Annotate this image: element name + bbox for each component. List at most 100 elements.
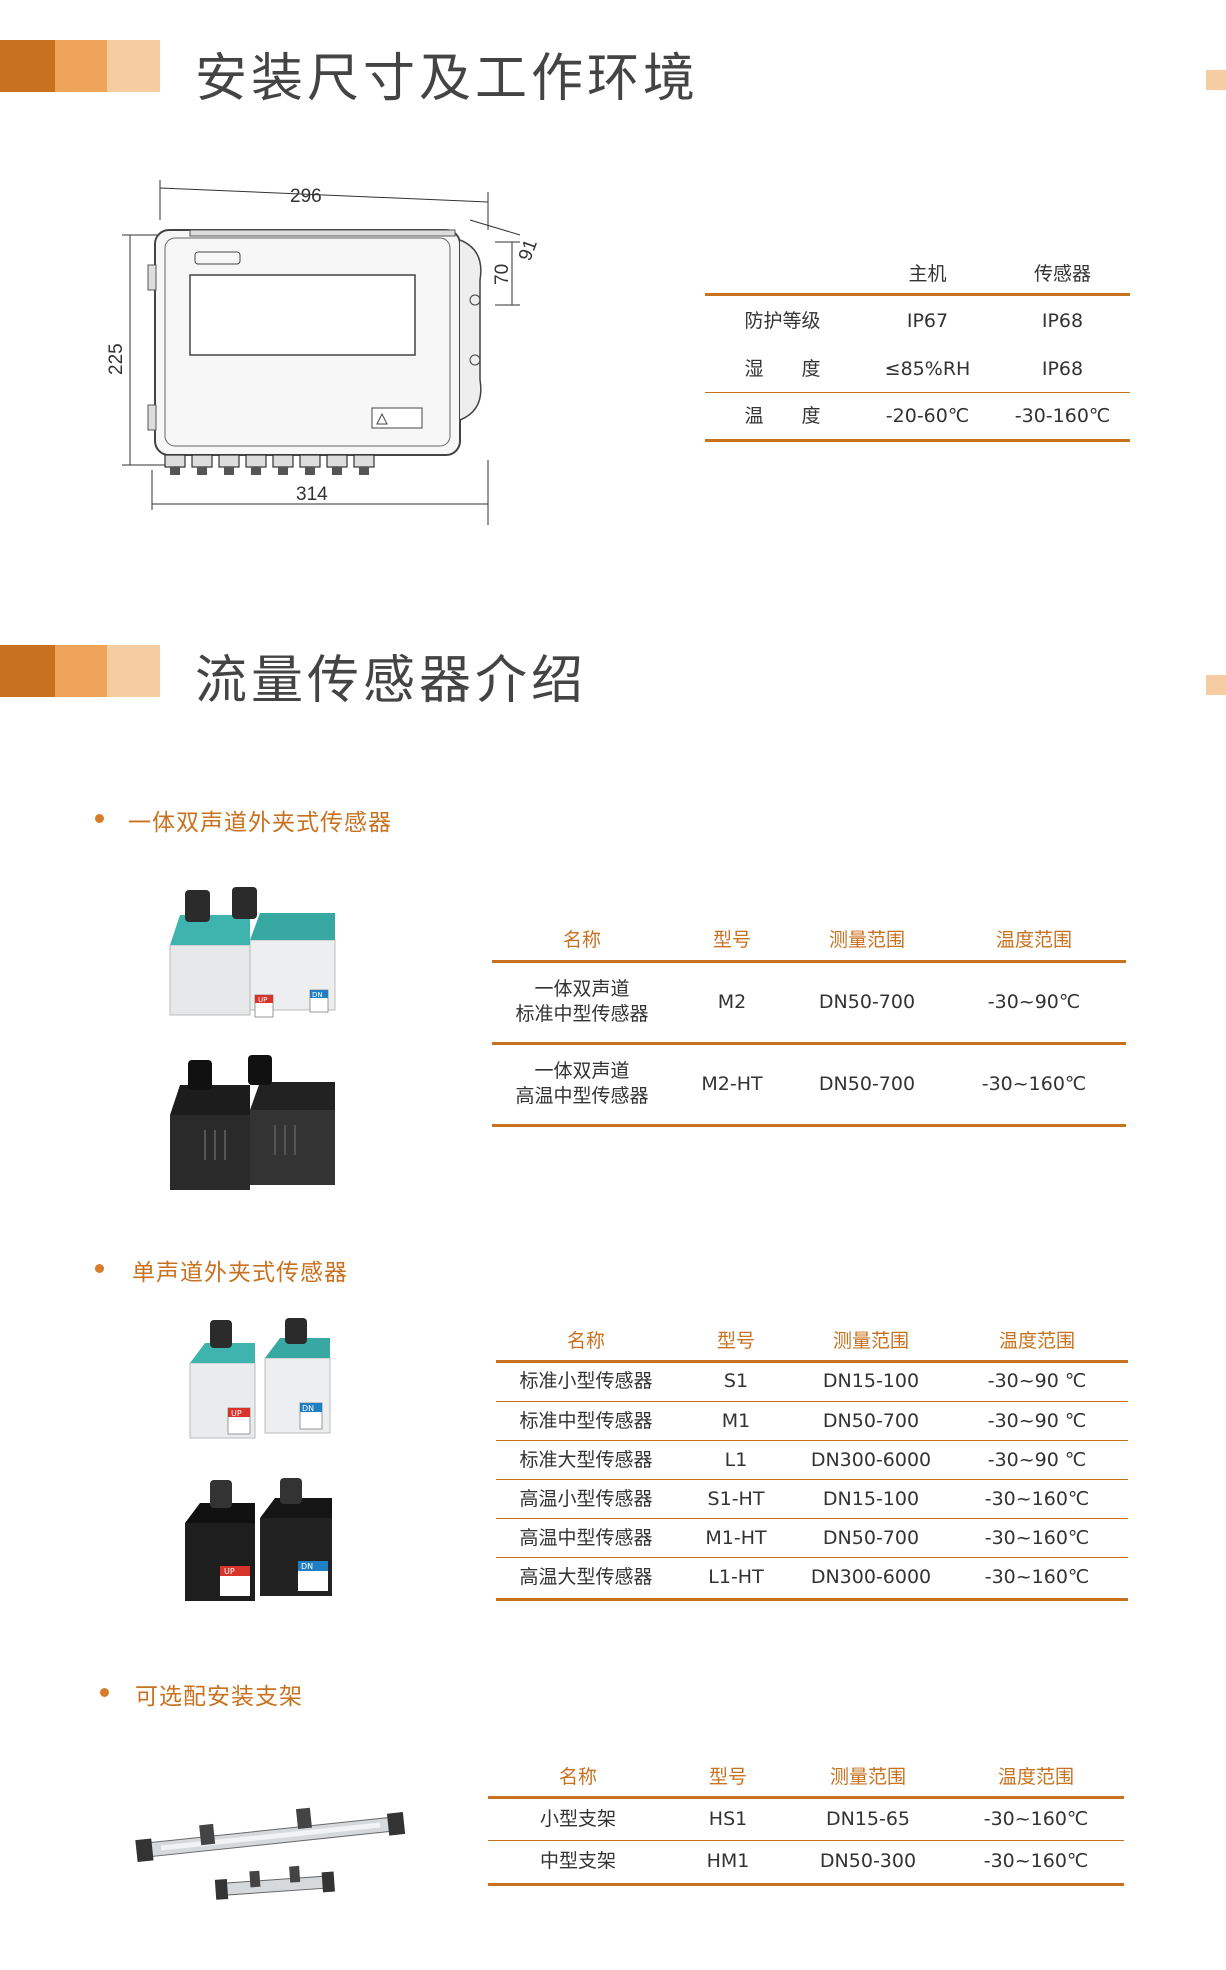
table-row: 标准小型传感器 S1 DN15-100 -30~90 ℃	[496, 1363, 1128, 1400]
table-header-cell: 型号	[712, 928, 751, 951]
table-cell: DN50-700	[822, 1409, 920, 1432]
table-row: 湿 度 ≤85%RH IP68	[705, 347, 1130, 391]
sensor-up-label: UP	[224, 1567, 235, 1576]
table-cell: DN50-700	[822, 1526, 920, 1549]
group-title-single-channel: 单声道外夹式传感器	[132, 1260, 348, 1286]
dim-width-bottom: 314	[296, 484, 328, 505]
table-cell: DN50-300	[819, 1849, 917, 1872]
table-cell: 一体双声道 高温中型传感器	[515, 1060, 649, 1107]
dual-sensor-high-temp-image	[170, 1055, 335, 1190]
table-row: 高温中型传感器 M1-HT DN50-700 -30~160℃	[496, 1519, 1128, 1557]
page-edge-mark	[1206, 70, 1226, 90]
table-cell: L1-HT	[708, 1565, 764, 1588]
section-title-install: 安装尺寸及工作环境	[195, 49, 700, 109]
table-header-row: 名称 型号 测量范围 温度范围	[496, 1322, 1128, 1360]
bullet-icon	[95, 814, 104, 823]
table-cell: -30~160℃	[983, 1807, 1089, 1830]
table-header-row: 名称 型号 测量范围 温度范围	[492, 920, 1126, 960]
table-header-cell: 温度范围	[997, 1765, 1074, 1788]
table-header-cell: 型号	[716, 1329, 755, 1352]
table-cell: 温 度	[744, 404, 821, 427]
table-row: 温 度 -20-60℃ -30-160℃	[705, 394, 1130, 438]
table-cell: M1-HT	[705, 1526, 767, 1549]
table-header-cell	[705, 255, 860, 293]
single-sensor-high-temp-image: UP DN	[185, 1478, 332, 1601]
table-cell: IP67	[906, 309, 949, 332]
table-header-cell: 名称	[566, 1329, 605, 1352]
dim-mount: 70	[492, 264, 513, 285]
sensor-dn-label: DN	[301, 1562, 313, 1571]
table-cell: -30~160℃	[984, 1526, 1090, 1549]
table-cell: S1-HT	[707, 1487, 765, 1510]
dim-depth: 91	[515, 237, 542, 264]
table-header-row: 名称 型号 测量范围 温度范围	[488, 1758, 1124, 1796]
table-cell: -30~90 ℃	[987, 1370, 1087, 1393]
table-cell: 小型支架	[539, 1807, 616, 1830]
table-cell: M2	[717, 990, 747, 1013]
table-cell: DN15-100	[822, 1487, 920, 1510]
table-header-cell: 名称	[562, 928, 601, 951]
table-cell: IP68	[1041, 309, 1084, 332]
sensor-up-label: UP	[258, 996, 267, 1004]
table-cell: 中型支架	[539, 1849, 616, 1872]
table-header-cell: 传感器	[1033, 262, 1091, 285]
table-row: 防护等级 IP67 IP68	[705, 299, 1130, 343]
table-cell: DN300-6000	[810, 1448, 932, 1471]
table-cell: 高温中型传感器	[519, 1526, 653, 1549]
table-cell: DN50-700	[818, 990, 916, 1013]
table-row: 标准大型传感器 L1 DN300-6000 -30~90 ℃	[496, 1441, 1128, 1479]
section-header-blocks	[0, 40, 160, 92]
device-dimension-drawing: 296 225 314 91 70	[106, 180, 542, 525]
section-title-sensor: 流量传感器介绍	[195, 651, 588, 711]
table-header-row: 主机 传感器	[705, 255, 1130, 293]
table-cell: -30~160℃	[983, 1849, 1089, 1872]
table-cell: 高温小型传感器	[519, 1487, 653, 1510]
table-cell: -30~160℃	[984, 1565, 1090, 1588]
table-header-cell: 测量范围	[828, 928, 905, 951]
section-header-blocks	[0, 645, 160, 697]
table-row: 一体双声道 高温中型传感器 M2-HT DN50-700 -30~160℃	[492, 1045, 1126, 1123]
dim-height: 225	[106, 343, 127, 375]
table-header-cell: 温度范围	[995, 928, 1072, 951]
table-header-cell: 型号	[708, 1765, 747, 1788]
bullet-icon	[95, 1264, 104, 1273]
table-header-cell: 测量范围	[832, 1329, 909, 1352]
table-cell: M2-HT	[701, 1072, 763, 1095]
table-cell: IP68	[1041, 357, 1084, 380]
single-channel-table: 名称 型号 测量范围 温度范围 标准小型传感器 S1 DN15-100 -30~…	[496, 1322, 1128, 1604]
table-cell: ≤85%RH	[884, 357, 971, 380]
table-cell: 一体双声道 标准中型传感器	[515, 978, 649, 1025]
sensor-up-label: UP	[231, 1409, 242, 1418]
table-row: 一体双声道 标准中型传感器 M2 DN50-700 -30~90℃	[492, 963, 1126, 1041]
table-cell: HS1	[708, 1807, 748, 1830]
table-cell: -30~90 ℃	[987, 1448, 1087, 1471]
table-cell: -30-160℃	[1014, 404, 1111, 427]
table-cell: -30~90℃	[987, 990, 1081, 1013]
dual-channel-table: 名称 型号 测量范围 温度范围 一体双声道 标准中型传感器 M2 DN50-70…	[492, 920, 1126, 1128]
page-edge-mark	[1206, 675, 1226, 695]
table-row: 小型支架 HS1 DN15-65 -30~160℃	[488, 1799, 1124, 1839]
table-header-cell: 主机	[908, 262, 947, 285]
mounting-bracket-image	[135, 1807, 406, 1900]
dual-sensor-standard-image: UP DN	[169, 887, 336, 1018]
table-row: 高温大型传感器 L1-HT DN300-6000 -30~160℃	[496, 1558, 1128, 1596]
table-cell: -30~90 ℃	[987, 1409, 1087, 1432]
dim-width-top: 296	[290, 186, 322, 207]
table-header-cell: 测量范围	[829, 1765, 906, 1788]
table-cell: 防护等级	[744, 309, 821, 332]
bracket-table: 名称 型号 测量范围 温度范围 小型支架 HS1 DN15-65 -30~160…	[488, 1758, 1124, 1888]
table-cell: -30~160℃	[981, 1072, 1087, 1095]
table-cell: 标准中型传感器	[519, 1409, 653, 1432]
group-title-bracket: 可选配安装支架	[135, 1684, 303, 1710]
table-cell: -30~160℃	[984, 1487, 1090, 1510]
table-cell: M1	[721, 1409, 751, 1432]
table-row: 标准中型传感器 M1 DN50-700 -30~90 ℃	[496, 1402, 1128, 1440]
table-row: 高温小型传感器 S1-HT DN15-100 -30~160℃	[496, 1480, 1128, 1518]
table-cell: -20-60℃	[885, 404, 970, 427]
table-cell: DN15-65	[825, 1807, 911, 1830]
bullet-icon	[100, 1688, 109, 1697]
sensor-dn-label: DN	[312, 991, 323, 999]
table-cell: L1	[724, 1448, 748, 1471]
table-cell: 标准大型传感器	[519, 1448, 653, 1471]
table-cell: DN50-700	[818, 1072, 916, 1095]
